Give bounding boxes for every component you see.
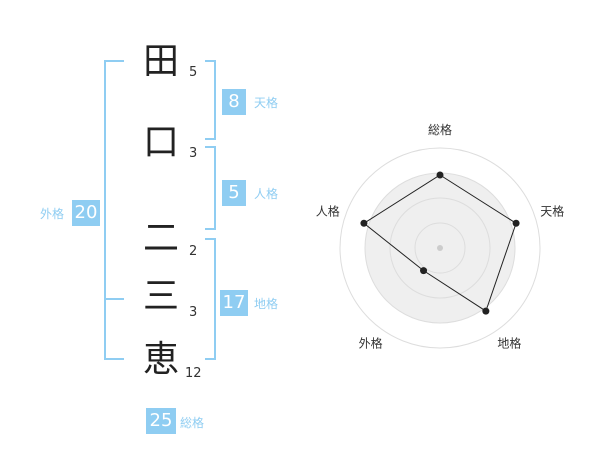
chikaku-label: 地格 bbox=[254, 297, 279, 311]
stroke-count-5: 12 bbox=[185, 366, 202, 381]
soukaku-value: 25 bbox=[146, 408, 176, 434]
radar-center-dot bbox=[437, 245, 443, 251]
soukaku-label: 総格 bbox=[180, 416, 205, 430]
jinkaku-value: 5 bbox=[222, 180, 246, 206]
radar-point-4 bbox=[420, 267, 428, 275]
radar-axis-label-1: 総格 bbox=[428, 122, 452, 137]
radar-point-1 bbox=[436, 171, 444, 179]
name-char-1: 田 bbox=[142, 41, 179, 82]
chikaku-bracket bbox=[205, 238, 216, 360]
gaikaku-value: 20 bbox=[72, 200, 100, 226]
radar-point-3 bbox=[482, 307, 490, 315]
radar-ring bbox=[339, 147, 541, 349]
jinkaku-bracket bbox=[205, 146, 216, 230]
stroke-count-1: 5 bbox=[189, 65, 198, 80]
tenkaku-label: 天格 bbox=[254, 96, 279, 110]
name-char-3: 二 bbox=[142, 218, 179, 259]
chikaku-value: 17 bbox=[220, 290, 248, 316]
gaikaku-bracket bbox=[104, 60, 124, 360]
radar-point-2 bbox=[512, 219, 520, 227]
radar-axis-label-4: 外格 bbox=[359, 335, 383, 350]
stroke-count-4: 3 bbox=[189, 305, 198, 320]
gaikaku-bracket-notch bbox=[104, 298, 124, 300]
name-char-4: 三 bbox=[142, 276, 179, 317]
radar-axis-label-5: 人格 bbox=[316, 204, 340, 219]
stroke-count-3: 2 bbox=[189, 244, 198, 259]
name-char-5: 恵 bbox=[142, 339, 179, 380]
radar-axis-label-3: 地格 bbox=[497, 335, 521, 350]
radar-point-5 bbox=[360, 219, 368, 227]
radar-series-polygon bbox=[363, 174, 517, 312]
stroke-count-2: 3 bbox=[189, 146, 198, 161]
gaikaku-label: 外格 bbox=[40, 207, 65, 221]
tenkaku-value: 8 bbox=[222, 89, 246, 115]
jinkaku-label: 人格 bbox=[254, 187, 279, 201]
name-char-2: 口 bbox=[142, 122, 179, 163]
radar-axis-label-2: 天格 bbox=[540, 204, 564, 219]
tenkaku-bracket bbox=[205, 60, 216, 140]
